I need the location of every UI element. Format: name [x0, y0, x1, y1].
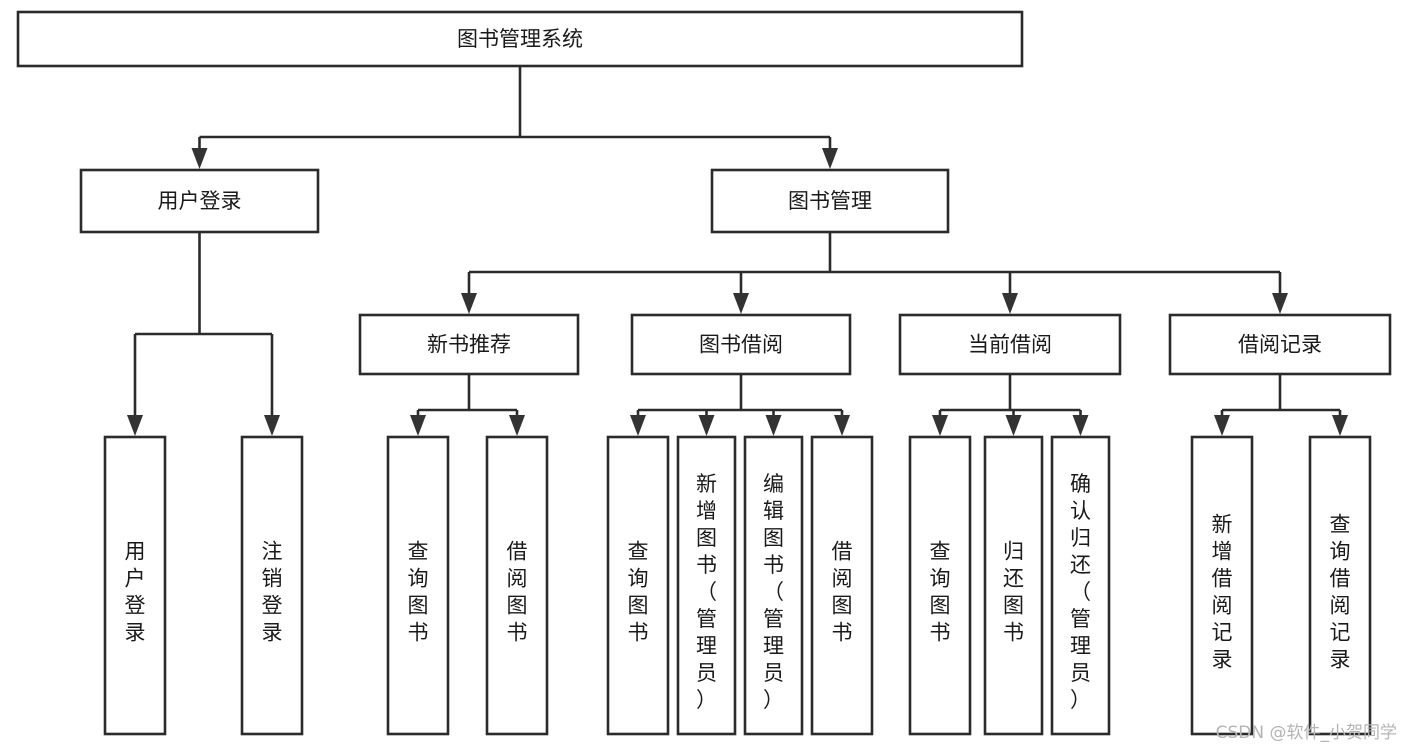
node-leaf-user-login-box[interactable] — [103, 435, 167, 736]
arrow-down-icon-leaf-borrow-book-1 — [509, 415, 525, 436]
arrow-down-icon-leaf-query-record — [1332, 415, 1348, 436]
arrow-down-icon-current-borrow — [1002, 293, 1018, 314]
node-root-box[interactable] — [16, 10, 1024, 68]
node-leaf-query-book-3-label: 查询图书 — [930, 540, 951, 645]
arrow-heads-group — [127, 148, 1348, 436]
node-leaf-query-book-3[interactable]: 查询图书 — [908, 435, 972, 736]
node-leaf-query-book-2-box[interactable] — [606, 435, 670, 736]
arrow-down-icon-leaf-add-record — [1214, 415, 1230, 436]
node-leaf-add-record-label: 新增借阅记录 — [1212, 513, 1233, 672]
node-leaf-return-book-label: 归还图书 — [1003, 540, 1024, 645]
node-new-book-recommend-box[interactable] — [358, 313, 580, 376]
node-current-borrow-box[interactable] — [898, 313, 1122, 376]
arrow-down-icon-book-management — [822, 148, 838, 169]
node-leaf-user-login[interactable]: 用户登录 — [103, 435, 167, 736]
node-leaf-borrow-book-1-label: 借阅图书 — [507, 540, 528, 645]
node-book-borrow-label: 图书借阅 — [699, 333, 783, 357]
node-leaf-confirm-return-box[interactable] — [1050, 435, 1111, 736]
node-root-label: 图书管理系统 — [457, 27, 583, 51]
arrow-down-icon-leaf-confirm-return — [1072, 415, 1089, 436]
node-book-management[interactable]: 图书管理 — [710, 168, 950, 234]
node-new-book-recommend[interactable]: 新书推荐 — [358, 313, 580, 376]
arrow-down-icon-leaf-return-book — [1005, 415, 1022, 436]
node-current-borrow[interactable]: 当前借阅 — [898, 313, 1122, 376]
arrow-down-icon-user-login — [191, 148, 208, 169]
arrow-down-icon-book-borrow — [733, 293, 749, 314]
node-leaf-add-book[interactable]: 新增图书（管理员） — [676, 435, 737, 736]
node-book-management-label: 图书管理 — [788, 189, 872, 213]
node-leaf-edit-book[interactable]: 编辑图书（管理员） — [743, 435, 804, 736]
node-leaf-add-record[interactable]: 新增借阅记录 — [1190, 435, 1254, 736]
node-leaf-query-record[interactable]: 查询借阅记录 — [1308, 435, 1372, 736]
node-leaf-borrow-book-1[interactable]: 借阅图书 — [485, 435, 549, 736]
node-book-borrow-box[interactable] — [630, 313, 852, 376]
node-leaf-borrow-book-2[interactable]: 借阅图书 — [810, 435, 874, 736]
node-leaf-query-book-3-box[interactable] — [908, 435, 972, 736]
node-leaf-return-book[interactable]: 归还图书 — [983, 435, 1044, 736]
node-leaf-query-record-label: 查询借阅记录 — [1330, 513, 1351, 672]
arrow-down-icon-borrow-record — [1272, 293, 1288, 314]
node-current-borrow-label: 当前借阅 — [968, 333, 1052, 357]
node-leaf-query-book-1[interactable]: 查询图书 — [386, 435, 450, 736]
node-leaf-query-book-2-label: 查询图书 — [628, 540, 649, 645]
nodes-group: 图书管理系统用户登录图书管理新书推荐图书借阅当前借阅借阅记录用户登录注销登录查询… — [16, 10, 1392, 736]
arrow-down-icon-leaf-edit-book — [765, 415, 782, 436]
arrow-down-icon-leaf-borrow-book-2 — [834, 415, 850, 436]
node-user-login-label: 用户登录 — [158, 189, 242, 213]
node-leaf-user-login-label: 用户登录 — [125, 540, 146, 645]
arrow-down-icon-leaf-add-book — [698, 415, 715, 436]
node-leaf-borrow-book-2-label: 借阅图书 — [832, 540, 853, 645]
node-leaf-add-book-label: 新增图书（管理员） — [696, 472, 717, 712]
node-leaf-query-record-box[interactable] — [1308, 435, 1372, 736]
node-leaf-borrow-book-1-box[interactable] — [485, 435, 549, 736]
node-leaf-confirm-return-label: 确认归还（管理员） — [1070, 472, 1091, 712]
node-borrow-record-box[interactable] — [1168, 313, 1392, 376]
node-leaf-logout-label: 注销登录 — [262, 540, 283, 645]
node-leaf-add-record-box[interactable] — [1190, 435, 1254, 736]
node-leaf-confirm-return[interactable]: 确认归还（管理员） — [1050, 435, 1111, 736]
node-leaf-query-book-1-label: 查询图书 — [408, 540, 429, 645]
node-book-borrow[interactable]: 图书借阅 — [630, 313, 852, 376]
arrow-down-icon-leaf-logout — [264, 415, 280, 436]
node-leaf-query-book-2[interactable]: 查询图书 — [606, 435, 670, 736]
node-user-login[interactable]: 用户登录 — [79, 168, 320, 234]
node-new-book-recommend-label: 新书推荐 — [427, 333, 511, 357]
arrow-down-icon-leaf-query-book-3 — [932, 415, 948, 436]
arrow-down-icon-leaf-user-login — [127, 415, 143, 436]
arrow-down-icon-leaf-query-book-1 — [410, 415, 426, 436]
node-leaf-logout[interactable]: 注销登录 — [240, 435, 304, 736]
node-leaf-borrow-book-2-box[interactable] — [810, 435, 874, 736]
node-leaf-query-book-1-box[interactable] — [386, 435, 450, 736]
node-leaf-edit-book-label: 编辑图书（管理员） — [763, 472, 784, 712]
node-leaf-logout-box[interactable] — [240, 435, 304, 736]
node-leaf-add-book-box[interactable] — [676, 435, 737, 736]
node-root[interactable]: 图书管理系统 — [16, 10, 1024, 68]
arrow-down-icon-leaf-query-book-2 — [630, 415, 646, 436]
node-book-management-box[interactable] — [710, 168, 950, 234]
node-leaf-return-book-box[interactable] — [983, 435, 1044, 736]
node-borrow-record[interactable]: 借阅记录 — [1168, 313, 1392, 376]
node-leaf-edit-book-box[interactable] — [743, 435, 804, 736]
node-borrow-record-label: 借阅记录 — [1238, 333, 1322, 357]
arrow-down-icon-new-book-recommend — [461, 293, 477, 314]
node-user-login-box[interactable] — [79, 168, 320, 234]
